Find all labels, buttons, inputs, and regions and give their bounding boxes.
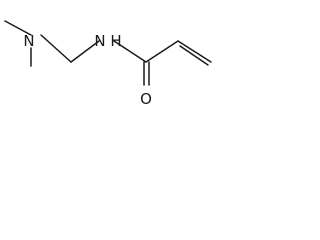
bond-methylene-to-nh: [70, 40, 100, 63]
amide-nitrogen-label: N: [94, 32, 105, 50]
bond-nh-to-carbonyl: [113, 40, 147, 63]
amine-nitrogen-label: N: [23, 32, 34, 50]
bond-vinyl-double-a: [177, 40, 212, 63]
bond-vinyl-double-b: [179, 45, 209, 66]
bond-upper-methyl-to-n: [4, 20, 32, 36]
amide-hydrogen-label: H: [110, 32, 121, 50]
bond-carbonyl-to-alkene: [145, 40, 179, 63]
bond-n-to-methylene: [40, 34, 72, 63]
chemical-structure-diagram: N N H O: [4, 20, 212, 108]
carbonyl-oxygen-label: O: [140, 90, 152, 108]
